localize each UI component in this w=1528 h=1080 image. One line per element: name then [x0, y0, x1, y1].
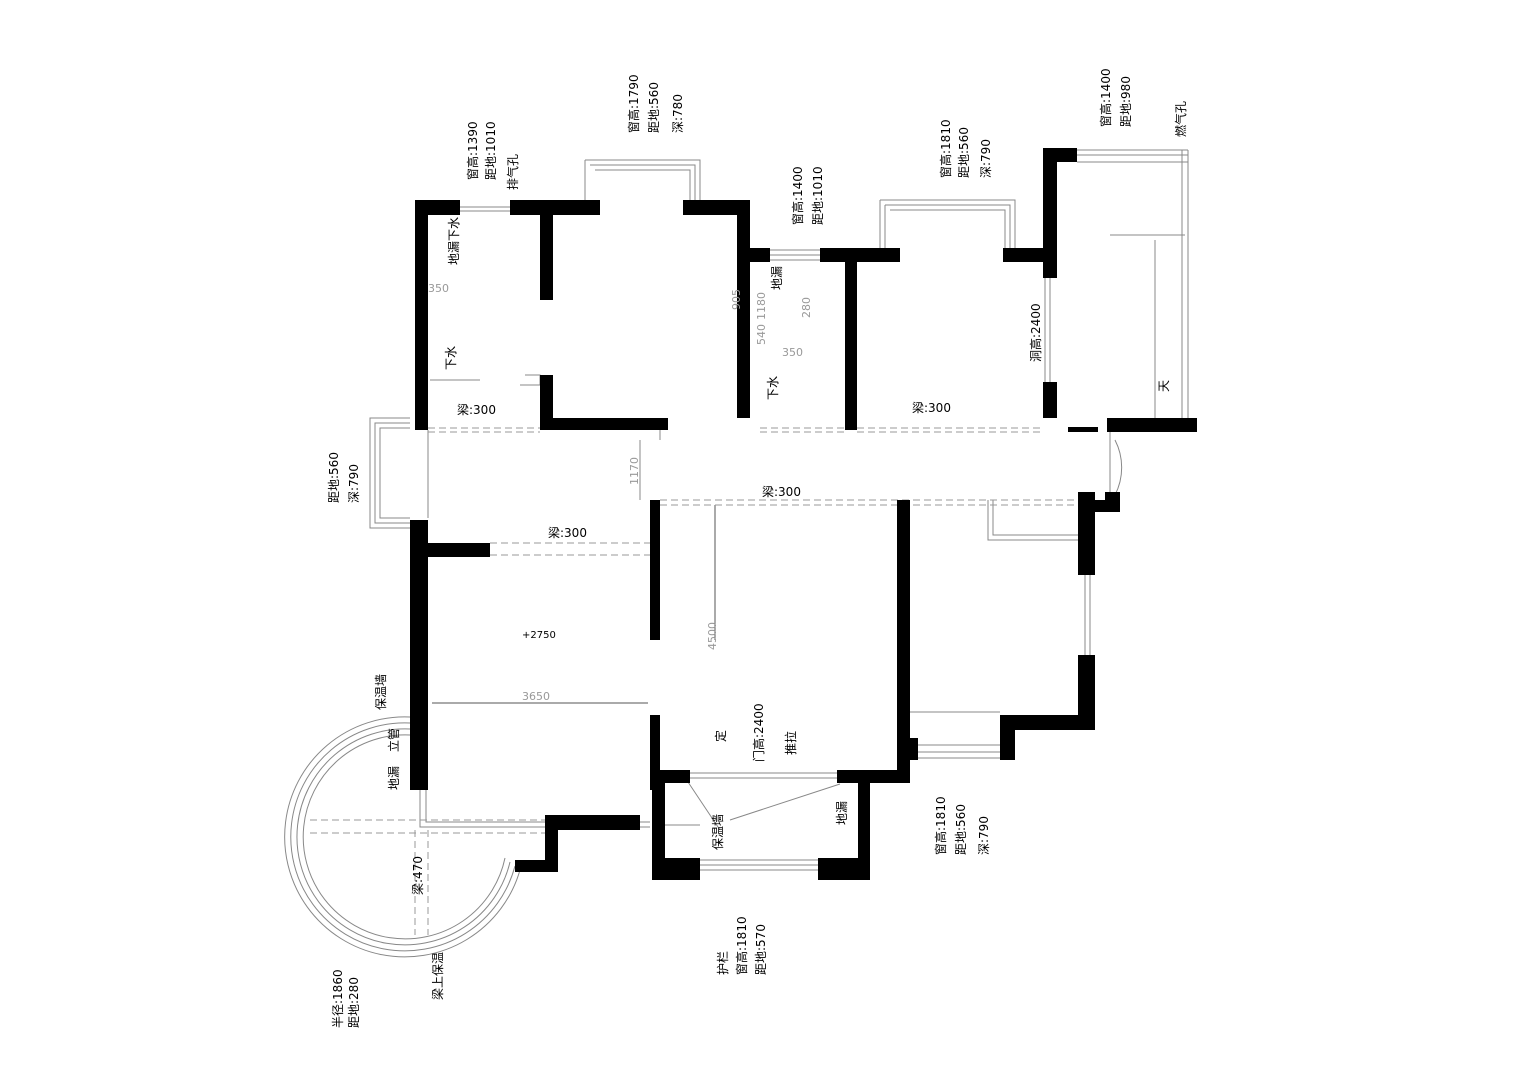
- walls: [410, 148, 1197, 880]
- bath-window-sill: 距地:1010: [811, 166, 825, 225]
- right-window-height: 窗高:1400: [1098, 68, 1113, 127]
- window-lines: [369, 149, 1189, 871]
- bed-window-sill: 距地:560: [957, 127, 971, 178]
- downpipe-label: 下水: [444, 346, 458, 370]
- kitchen-window-height: 窗高:1390: [465, 121, 480, 180]
- gas-hole-label: 燃气孔: [1173, 101, 1188, 137]
- beam-insulation-label: 梁上保温: [430, 952, 445, 1000]
- dim-1180: 1180: [755, 292, 768, 320]
- fixed-label: 定: [713, 730, 728, 742]
- bath-floor-drain-label: 地漏: [770, 266, 784, 290]
- room2-window-height: 窗高:1790: [626, 74, 641, 133]
- dim-3650: 3650: [522, 690, 550, 703]
- riser-label: 立管: [386, 728, 401, 752]
- rb-window-sill: 距地:560: [954, 804, 968, 855]
- dim-905: 905: [730, 289, 743, 310]
- beam-label-kitchen: 梁:300: [457, 402, 496, 417]
- balcony-window-height: 窗高:1810: [734, 916, 749, 975]
- right-window-sill: 距地:980: [1119, 76, 1133, 127]
- dim-350b: 350: [782, 346, 803, 359]
- door-height-label: 门高:2400: [751, 703, 766, 762]
- balcony-floor-drain-label: 地漏: [835, 801, 849, 825]
- round-window-radius: 半径:1860: [331, 969, 345, 1028]
- bed-window-depth: 深:790: [979, 139, 993, 178]
- annotations: 窗高:1390 距地:1010 排气孔 窗高:1790 距地:560 深:780…: [327, 68, 1188, 1028]
- bed-window-height: 窗高:1810: [938, 119, 953, 178]
- room2-window-sill: 距地:560: [647, 82, 661, 133]
- left-window-sill: 距地:560: [327, 452, 341, 503]
- elevation-label: +2750: [522, 630, 556, 641]
- opening-height-label: 洞高:2400: [1028, 303, 1043, 362]
- rb-window-height: 窗高:1810: [933, 796, 948, 855]
- dim-1170: 1170: [628, 457, 641, 485]
- left-window-depth: 深:790: [347, 464, 361, 503]
- balcony-insulation-wall-label: 保温墙: [711, 814, 725, 850]
- bath-window-height: 窗高:1400: [790, 166, 805, 225]
- dim-350: 350: [428, 282, 449, 295]
- rb-window-depth: 深:790: [977, 816, 991, 855]
- sky-label: 天: [1157, 380, 1171, 392]
- round-balcony: [284, 716, 545, 958]
- dimensions: 350 905 1180 280 540 350 1170 +2750 4500…: [428, 282, 813, 703]
- bath-downpipe-label: 下水: [766, 376, 780, 400]
- insulation-wall-label: 保温墙: [374, 674, 388, 710]
- railing-label: 护栏: [715, 951, 730, 975]
- kitchen-window-sill: 距地:1010: [484, 121, 498, 180]
- round-window-sill: 距地:280: [347, 977, 361, 1028]
- balcony-window-sill: 距地:570: [754, 924, 768, 975]
- room2-window-depth: 深:780: [671, 94, 685, 133]
- exhaust-label: 排气孔: [505, 154, 520, 190]
- left-floor-drain-label: 地漏: [387, 766, 401, 790]
- floor-drain-downpipe-label: 地漏下水: [447, 217, 461, 265]
- beam-label-corridor: 梁:300: [762, 484, 801, 499]
- beam-470-label: 梁:470: [410, 856, 425, 895]
- dim-4500: 4500: [706, 622, 719, 650]
- beam-label-bedroom: 梁:300: [912, 400, 951, 415]
- beam-label-living: 梁:300: [548, 525, 587, 540]
- dim-540: 540: [755, 324, 768, 345]
- beam-lines: [428, 427, 1085, 556]
- sliding-label: 推拉: [783, 731, 798, 755]
- dim-280: 280: [800, 297, 813, 318]
